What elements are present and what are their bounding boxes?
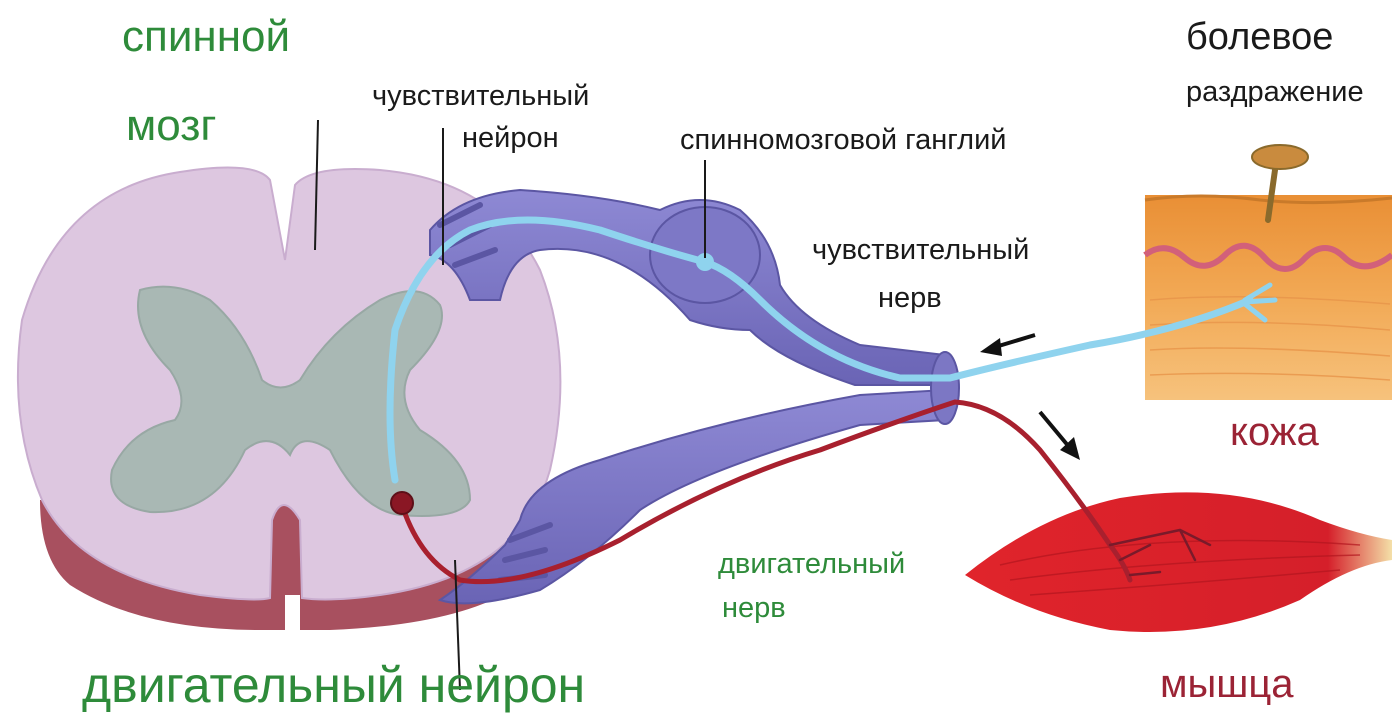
label-sensory-neuron-line2: нейрон: [462, 124, 559, 153]
motor-neuron-body: [391, 492, 413, 514]
label-spinal-cord-line2: мозг: [126, 104, 216, 148]
nerve-trunk-end: [931, 352, 959, 424]
label-pain-stimulus-line2: раздражение: [1186, 78, 1364, 107]
muscle-shape: [965, 492, 1392, 632]
label-sensory-neuron-line1: чувствительный: [372, 82, 589, 111]
label-sensory-nerve-line1: чувствительный: [812, 236, 1029, 265]
muscle-belly: [965, 492, 1392, 632]
label-skin: кожа: [1230, 412, 1319, 452]
label-motor-neuron: двигательный нейрон: [82, 660, 585, 710]
label-motor-nerve-line1: двигательный: [718, 550, 905, 579]
label-spinal-cord-line1: спинной: [122, 15, 290, 59]
label-pain-stimulus-line1: болевое: [1186, 18, 1333, 56]
label-motor-nerve-line2: нерв: [722, 594, 786, 623]
arrow-left-icon: [980, 335, 1035, 356]
label-sensory-nerve-line2: нерв: [878, 284, 942, 313]
skin-block: [1145, 195, 1392, 400]
label-muscle: мышца: [1160, 664, 1294, 704]
label-spinal-ganglion: спинномозговой ганглий: [680, 126, 1006, 155]
arrow-down-right-icon: [1040, 412, 1080, 460]
